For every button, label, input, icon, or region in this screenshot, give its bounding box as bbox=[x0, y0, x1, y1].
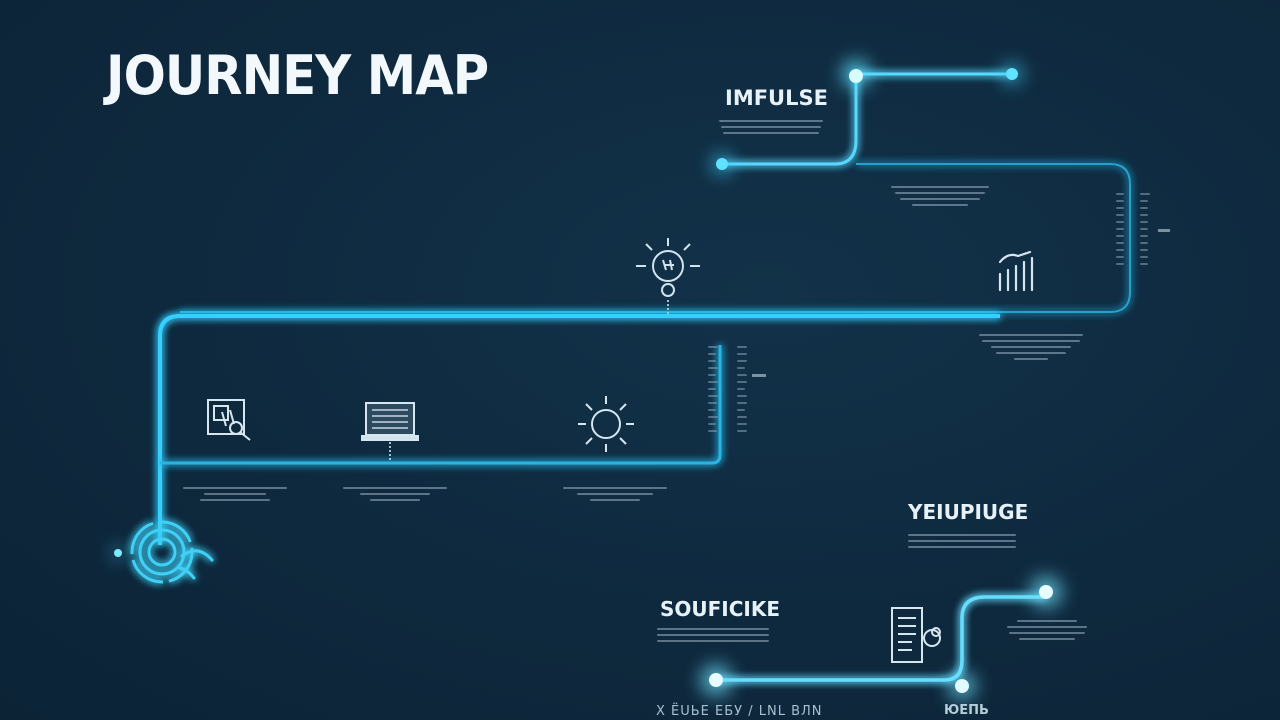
stage-label-impulse: IMFULSE bbox=[725, 86, 828, 110]
impulse-description bbox=[718, 116, 824, 138]
stage-label-souficike: SOUFICIKE bbox=[660, 597, 781, 621]
stage-label-yeiupiuge: YEIUPIUGE bbox=[908, 500, 1029, 524]
tick-column-right bbox=[737, 346, 749, 437]
lightbulb-icon bbox=[636, 238, 700, 297]
description-block-2 bbox=[340, 483, 450, 505]
tick-column-far-right bbox=[1140, 193, 1152, 270]
checklist-icon bbox=[891, 607, 941, 663]
page-title: JOURNEY MAP bbox=[106, 44, 489, 108]
description-block-mid-right bbox=[978, 330, 1084, 364]
sun-icon bbox=[578, 396, 634, 452]
tick-marker-far bbox=[1158, 229, 1170, 232]
tick-column-left bbox=[708, 346, 718, 437]
footer-fragment-right: ЮЕПЬ bbox=[944, 703, 989, 718]
target-circle-icon bbox=[130, 520, 214, 584]
growth-chart-icon bbox=[998, 250, 1034, 292]
description-block-1 bbox=[180, 483, 290, 505]
description-block-bottom-right bbox=[1006, 616, 1088, 644]
yeiupiuge-description bbox=[906, 530, 1018, 552]
path-nodes bbox=[112, 60, 1062, 700]
tick-marker bbox=[752, 374, 766, 377]
description-block-top-right bbox=[890, 182, 990, 210]
souficike-description bbox=[656, 624, 770, 646]
description-block-3 bbox=[560, 483, 670, 505]
tick-column-far-left bbox=[1116, 193, 1126, 270]
footer-fragment-left: X ЁUЬЕ ЕБУ / LNL BЛN bbox=[656, 704, 823, 719]
search-document-icon bbox=[207, 399, 251, 441]
laptop-icon bbox=[361, 402, 419, 441]
